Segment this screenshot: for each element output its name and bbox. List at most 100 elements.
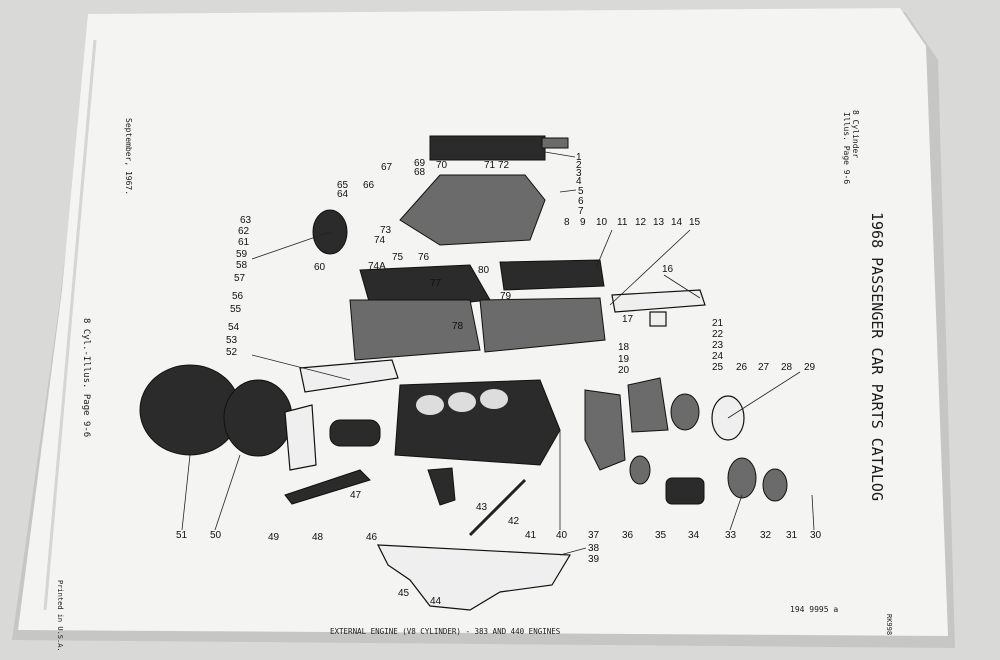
callout-80: 80	[478, 265, 490, 276]
callout-54: 54	[228, 322, 240, 333]
oil-pump-pickup	[468, 478, 527, 537]
callout-11: 11	[617, 217, 628, 228]
leader-11	[595, 229, 613, 269]
page-binding-curve	[43, 39, 97, 611]
side-ref-right-1: 8 Cylinder	[851, 110, 860, 158]
callout-7: 7	[578, 206, 584, 217]
callout-46: 46	[366, 532, 378, 543]
callout-56: 56	[232, 291, 244, 302]
callout-62: 62	[238, 226, 250, 237]
callout-15: 15	[689, 217, 701, 228]
callout-18: 18	[618, 342, 630, 353]
callout-25: 25	[712, 362, 724, 373]
side-date: September, 1967.	[124, 118, 133, 195]
callout-74: 74	[374, 235, 386, 246]
callout-2: 2	[576, 160, 582, 171]
damper-pulley	[762, 468, 788, 502]
callout-21: 21	[712, 318, 724, 329]
leader-50	[214, 454, 241, 531]
callout-58: 58	[236, 260, 248, 271]
callout-79: 79	[500, 291, 512, 302]
callout-47: 47	[350, 490, 362, 501]
exhaust-manifold-right	[611, 289, 706, 313]
oil-filter-adapter	[629, 455, 651, 485]
callout-31: 31	[786, 530, 798, 541]
cylinder-bore-1	[416, 395, 444, 415]
callout-34: 34	[688, 530, 700, 541]
flywheel-cover	[284, 469, 371, 505]
leader-1	[544, 151, 576, 158]
water-pump	[670, 393, 700, 431]
valve-cover-right	[499, 259, 605, 291]
callout-38: 38	[588, 543, 600, 554]
corner-code: RK998	[885, 614, 893, 635]
callout-61: 61	[238, 237, 250, 248]
callout-52: 52	[226, 347, 238, 358]
engine-block	[394, 379, 561, 466]
cylinder-bore-3	[480, 389, 508, 409]
callout-66: 66	[363, 180, 375, 191]
starter-motor	[329, 419, 381, 447]
oil-pan	[377, 544, 572, 611]
callout-57: 57	[234, 273, 246, 284]
callout-49: 49	[268, 532, 280, 543]
callout-28: 28	[781, 362, 793, 373]
oil-filter	[665, 477, 705, 505]
callout-22: 22	[712, 329, 724, 340]
callout-29: 29	[804, 362, 816, 373]
callout-13: 13	[653, 217, 665, 228]
leader-5	[559, 189, 577, 193]
leader-16	[663, 274, 701, 299]
leader-30	[811, 494, 815, 531]
leader-63	[251, 231, 331, 260]
callout-60: 60	[314, 262, 326, 273]
cylinder-head-right	[479, 297, 606, 353]
callout-69: 69	[414, 158, 426, 169]
callout-35: 35	[655, 530, 667, 541]
flywheel	[223, 379, 293, 457]
figure-caption: EXTERNAL ENGINE (V8 CYLINDER) - 383 AND …	[330, 627, 561, 636]
callout-65: 65	[337, 180, 349, 191]
callout-33: 33	[725, 530, 737, 541]
callout-71: 71	[484, 160, 496, 171]
callout-39: 39	[588, 554, 600, 565]
callout-77: 77	[430, 278, 442, 289]
callout-59: 59	[236, 249, 248, 260]
fuel-pump	[427, 467, 456, 506]
water-pump-housing	[627, 377, 669, 433]
callout-26: 26	[736, 362, 748, 373]
callout-6: 6	[578, 196, 584, 207]
callout-68: 68	[414, 167, 426, 178]
callout-41: 41	[525, 530, 537, 541]
callout-23: 23	[712, 340, 724, 351]
callout-8: 8	[564, 217, 570, 228]
callout-19: 19	[618, 354, 630, 365]
callout-16: 16	[662, 264, 674, 275]
callout-50: 50	[210, 530, 222, 541]
leader-lines	[181, 151, 815, 556]
adapter-plate	[284, 404, 317, 471]
callout-24: 24	[712, 351, 724, 362]
catalog-title: 1968 PASSENGER CAR PARTS CATALOG	[868, 212, 886, 501]
callout-4: 4	[576, 176, 582, 187]
callout-5: 5	[578, 186, 584, 197]
callout-48: 48	[312, 532, 324, 543]
leader-29	[727, 371, 801, 419]
air-cleaner	[429, 135, 546, 161]
callout-40: 40	[556, 530, 568, 541]
cylinder-head-left	[349, 299, 481, 361]
cylinder-bore-2	[448, 392, 476, 412]
callout-45: 45	[398, 588, 410, 599]
side-ref-right-2: Illus. Page 9-6	[842, 112, 851, 184]
leader-15	[609, 229, 691, 306]
side-ref-left: 8 Cyl.-Illus. Page 9-6	[81, 318, 91, 437]
callout-10: 10	[596, 217, 608, 228]
thermostat-housing	[649, 311, 667, 327]
callout-78: 78	[452, 321, 464, 332]
leader-33	[729, 494, 743, 531]
callout-20: 20	[618, 365, 630, 376]
callout-17: 17	[622, 314, 634, 325]
callout-63: 63	[240, 215, 252, 226]
callout-30: 30	[810, 530, 822, 541]
